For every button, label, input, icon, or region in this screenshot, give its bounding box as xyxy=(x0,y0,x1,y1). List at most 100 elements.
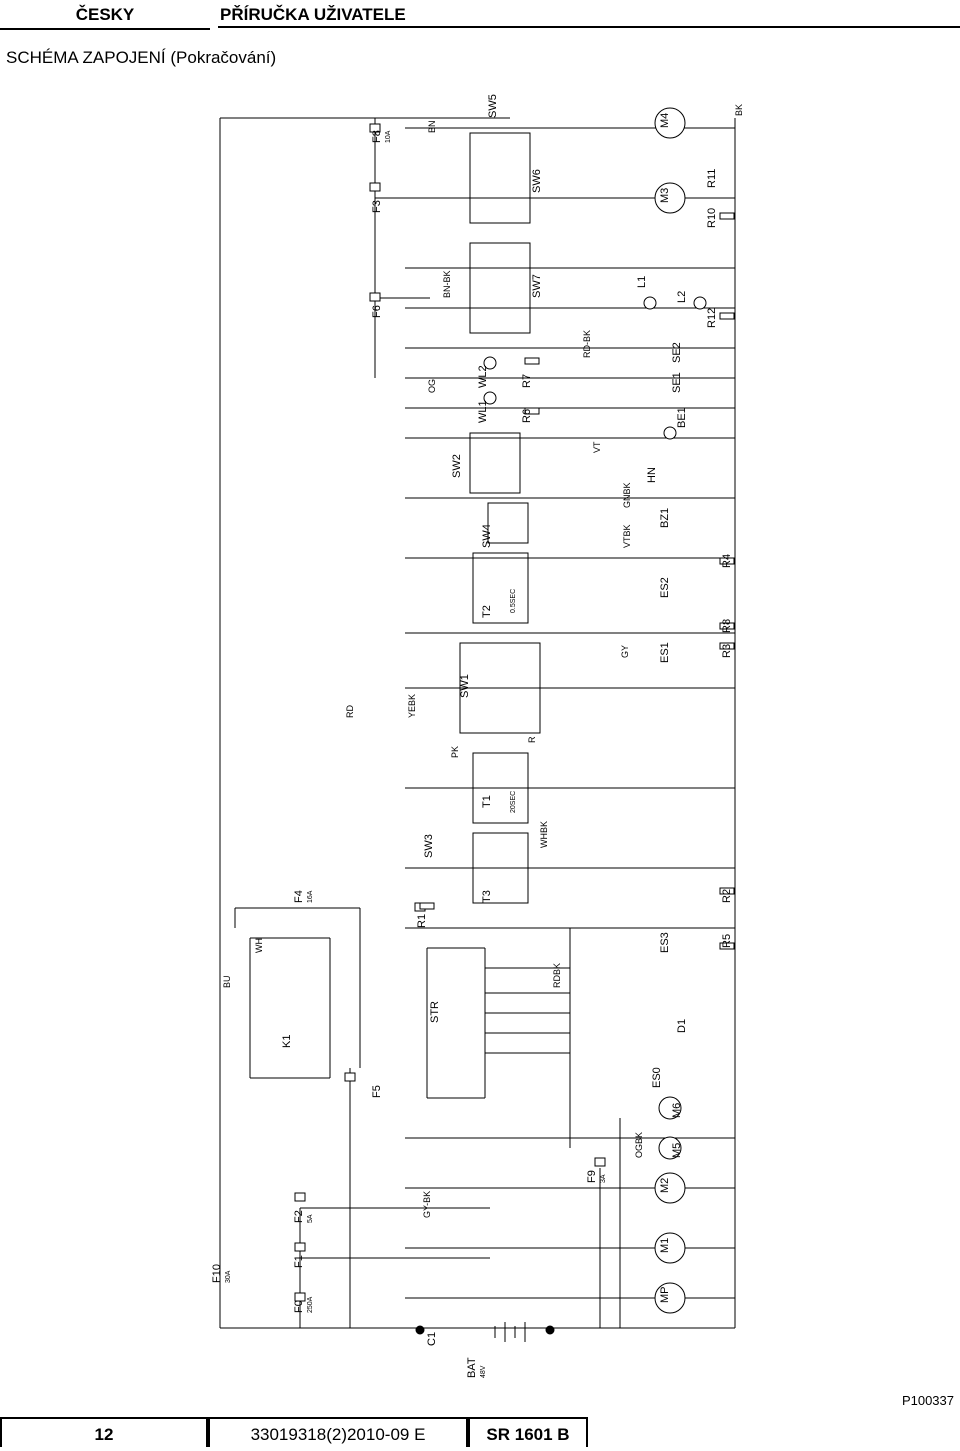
label-SW7: SW7 xyxy=(531,274,543,298)
label-R1: R1 xyxy=(416,914,428,928)
label-SE1: SE1 xyxy=(671,372,683,393)
wire-GY-1: GY xyxy=(620,645,630,658)
label-SE2: SE2 xyxy=(671,342,683,363)
label-F5: F5 xyxy=(371,1085,383,1098)
label-SW6: SW6 xyxy=(531,169,543,193)
label-F4: F4 xyxy=(293,890,305,903)
figure-code: P100337 xyxy=(901,1393,954,1408)
label-M4: M4 xyxy=(659,113,671,128)
fuse-rating-250A: 250A xyxy=(307,1296,314,1313)
wire-GNBK-1: GNBK xyxy=(622,482,632,508)
fuse-rating-3A: 3A xyxy=(600,1174,607,1183)
label-R5: R5 xyxy=(721,934,733,948)
label-F8: F8 xyxy=(371,130,383,143)
wire-RD-1: RD xyxy=(345,705,355,718)
fuse-rating-5A: 5A xyxy=(307,1214,314,1223)
timer-20sec: 20SEC xyxy=(510,791,517,813)
fuse-rating-16A: 16A xyxy=(307,890,314,903)
label-L1: L1 xyxy=(636,276,648,288)
wire-R: R xyxy=(527,736,537,743)
wire-BN-1: BN xyxy=(427,120,437,133)
label-T1: T1 xyxy=(481,795,493,808)
label-R8: R8 xyxy=(721,619,733,633)
label-SW5: SW5 xyxy=(487,94,499,118)
label-F1: F1 xyxy=(293,1255,305,1268)
timer-0.5sec: 0.5SEC xyxy=(510,589,517,613)
section-subtitle: SCHÉMA ZAPOJENÍ (Pokračování) xyxy=(6,48,277,67)
label-ES2: ES2 xyxy=(659,577,671,598)
wire-RDBK2: RD-BK xyxy=(582,330,592,358)
label-D1: D1 xyxy=(676,1019,688,1033)
label-BZ1: BZ1 xyxy=(659,508,671,528)
wire-VT: VT xyxy=(592,441,602,453)
wire-BU-1: BU xyxy=(222,975,232,988)
label-SW4: SW4 xyxy=(481,524,493,548)
model-name: SR 1601 B xyxy=(468,1417,588,1447)
label-K1: K1 xyxy=(281,1035,293,1048)
wire-PK-1: PK xyxy=(450,746,460,758)
page-header: ČESKY PŘÍRUČKA UŽIVATELE xyxy=(0,0,960,30)
label-ES3: ES3 xyxy=(659,932,671,953)
label-WL2: WL2 xyxy=(477,365,489,388)
page-number: 12 xyxy=(0,1417,208,1447)
page-footer: 12 33019318(2)2010-09 E SR 1601 B xyxy=(0,1417,960,1449)
label-T2: T2 xyxy=(481,605,493,618)
wire-RDBK: RDBK xyxy=(552,963,562,988)
label-C1: C1 xyxy=(426,1332,438,1346)
label-SW2: SW2 xyxy=(451,454,463,478)
label-M3: M3 xyxy=(659,188,671,203)
label-R2: R2 xyxy=(721,889,733,903)
label-L2: L2 xyxy=(676,291,688,303)
wire-VTBK: VTBK xyxy=(622,524,632,548)
wire-WH-1: WH xyxy=(254,938,264,953)
motor-symbols xyxy=(483,107,707,1314)
battery-symbol xyxy=(415,1322,555,1342)
label-SW3: SW3 xyxy=(423,834,435,858)
wire-OGBK: OGBK xyxy=(634,1132,644,1158)
label-STR: STR xyxy=(429,1001,441,1023)
wire-WHBK: WHBK xyxy=(539,821,549,848)
wire-OG-1: OG xyxy=(427,379,437,393)
label-M6: M6 xyxy=(671,1103,683,1118)
label-R10: R10 xyxy=(706,208,718,228)
wire-BNBK: BN-BK xyxy=(442,270,452,298)
diagram-labels: F8 F3 F6 F4 F5 F2 F1 F0 F10 F9 SW5 SW6 S… xyxy=(211,94,744,1378)
fuse-rating-10A: 10A xyxy=(385,130,392,143)
resistor-symbols xyxy=(419,212,735,950)
label-F10: F10 xyxy=(211,1264,223,1283)
label-R4: R4 xyxy=(721,554,733,568)
label-WL1: WL1 xyxy=(477,400,489,423)
label-R6: R6 xyxy=(521,409,533,423)
label-M5: M5 xyxy=(671,1143,683,1158)
document-number: 33019318(2)2010-09 E xyxy=(208,1417,468,1447)
label-R11: R11 xyxy=(706,169,718,188)
label-M2: M2 xyxy=(659,1178,671,1193)
label-R7: R7 xyxy=(521,374,533,388)
battery-voltage: 48V xyxy=(480,1365,487,1378)
wiring-diagram-svg: F8 F3 F6 F4 F5 F2 F1 F0 F10 F9 SW5 SW6 S… xyxy=(211,94,744,1378)
label-F3: F3 xyxy=(371,200,383,213)
label-SW1: SW1 xyxy=(459,674,471,698)
label-M1: M1 xyxy=(659,1238,671,1253)
label-ES1: ES1 xyxy=(659,642,671,663)
wires xyxy=(219,117,736,1329)
label-T3: T3 xyxy=(481,890,493,903)
label-F6: F6 xyxy=(371,305,383,318)
label-BAT: BAT xyxy=(466,1357,478,1378)
label-HN: HN xyxy=(646,467,658,483)
fuse-symbols xyxy=(294,123,606,1302)
label-R3: R3 xyxy=(721,644,733,658)
language-label: ČESKY xyxy=(0,2,210,30)
manual-title: PŘÍRUČKA UŽIVATELE xyxy=(218,2,960,28)
label-F9: F9 xyxy=(586,1170,598,1183)
wire-BK-1: BK xyxy=(734,104,744,116)
label-F2: F2 xyxy=(293,1210,305,1223)
label-BE1: BE1 xyxy=(676,407,688,428)
label-ES0: ES0 xyxy=(651,1067,663,1088)
label-MP: MP xyxy=(659,1287,671,1304)
label-F0: F0 xyxy=(293,1300,305,1313)
wire-GYBK: GY-BK xyxy=(422,1191,432,1218)
wire-YEBK: YEBK xyxy=(407,694,417,718)
fuse-rating-30A: 30A xyxy=(225,1270,232,1283)
wiring-diagram: F8 F3 F6 F4 F5 F2 F1 F0 F10 F9 SW5 SW6 S… xyxy=(190,88,960,1378)
